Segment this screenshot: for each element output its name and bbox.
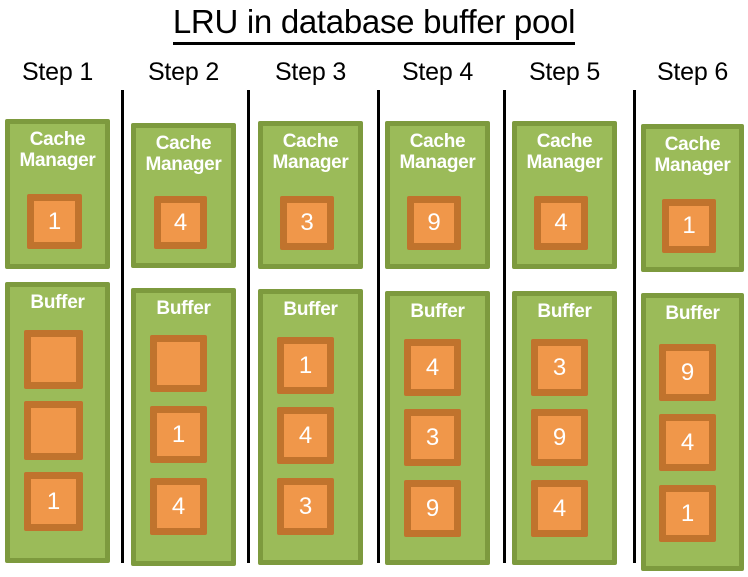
buffer-slot-step-5-slot-1: 3: [531, 339, 588, 396]
buffer-slot-value-step-2-slot-2: 1: [171, 420, 186, 448]
cache-manager-title-step-5: Cache Manager: [526, 131, 603, 173]
cache-manager-title-step-6: Cache Manager: [654, 134, 731, 176]
step-label-4: Step 4: [401, 58, 474, 86]
cache-manager-cell-step-1: 1: [27, 194, 82, 249]
buffer-slot-step-1-slot-2: [24, 401, 83, 460]
buffer-slot-step-6-slot-2: 4: [659, 414, 716, 471]
buffer-slot-step-3-slot-3: 3: [277, 478, 334, 535]
buffer-slot-value-step-3-slot-1: 1: [298, 351, 313, 379]
buffer-slot-value-step-6-slot-1: 9: [680, 358, 695, 386]
buffer-slot-step-6-slot-1: 9: [659, 344, 716, 401]
step-label-6: Step 6: [656, 58, 729, 86]
page-title-text: LRU in database buffer pool: [172, 3, 575, 45]
buffer-slot-step-5-slot-2: 9: [531, 409, 588, 466]
column-divider-5: [633, 90, 636, 563]
page-title: LRU in database buffer pool: [0, 2, 748, 45]
buffer-slot-step-3-slot-2: 4: [277, 407, 334, 464]
buffer-slot-step-1-slot-3: 1: [24, 472, 83, 531]
buffer-slot-value-step-6-slot-2: 4: [680, 428, 695, 456]
step-label-1: Step 1: [21, 58, 94, 86]
cache-manager-panel-step-5: Cache Manager: [512, 121, 617, 269]
cache-manager-title-step-3: Cache Manager: [272, 131, 349, 173]
buffer-slot-step-6-slot-3: 1: [659, 485, 716, 542]
cache-manager-cell-step-2: 4: [154, 196, 207, 249]
column-divider-4: [503, 90, 506, 563]
cache-manager-value-step-4: 9: [427, 209, 441, 236]
buffer-slot-value-step-5-slot-3: 4: [552, 494, 567, 522]
buffer-slot-value-step-1-slot-3: 1: [46, 487, 61, 515]
buffer-slot-value-step-4-slot-3: 9: [425, 494, 440, 522]
column-divider-1: [121, 90, 124, 563]
buffer-title-step-1: Buffer: [30, 292, 85, 313]
cache-manager-value-step-6: 1: [682, 212, 696, 239]
cache-manager-value-step-3: 3: [300, 209, 314, 236]
cache-manager-cell-step-6: 1: [662, 199, 716, 253]
buffer-title-step-2: Buffer: [156, 298, 211, 319]
buffer-slot-value-step-6-slot-3: 1: [680, 499, 695, 527]
buffer-slot-value-step-5-slot-2: 9: [552, 423, 567, 451]
buffer-slot-step-1-slot-1: [24, 330, 83, 389]
buffer-slot-step-3-slot-1: 1: [277, 337, 334, 394]
buffer-slot-value-step-3-slot-2: 4: [298, 421, 313, 449]
cache-manager-title-step-2: Cache Manager: [145, 133, 222, 175]
cache-manager-title-step-1: Cache Manager: [19, 129, 96, 171]
cache-manager-value-step-2: 4: [173, 208, 188, 236]
step-label-5: Step 5: [528, 58, 601, 86]
cache-manager-value-step-5: 4: [554, 209, 568, 236]
buffer-title-step-6: Buffer: [665, 303, 720, 324]
buffer-title-step-3: Buffer: [283, 299, 338, 320]
column-divider-3: [377, 90, 380, 563]
buffer-slot-step-4-slot-1: 4: [404, 339, 461, 396]
buffer-title-step-4: Buffer: [410, 301, 465, 322]
step-label-2: Step 2: [147, 58, 220, 86]
buffer-slot-step-2-slot-1: [150, 335, 207, 392]
buffer-slot-step-5-slot-3: 4: [531, 480, 588, 537]
buffer-title-step-5: Buffer: [537, 301, 592, 322]
buffer-slot-value-step-5-slot-1: 3: [552, 353, 567, 381]
step-label-3: Step 3: [274, 58, 347, 86]
buffer-slot-value-step-2-slot-3: 4: [171, 492, 186, 520]
cache-manager-cell-step-4: 9: [407, 196, 461, 250]
buffer-slot-value-step-4-slot-1: 4: [425, 353, 440, 381]
cache-manager-title-step-4: Cache Manager: [399, 131, 476, 173]
buffer-slot-step-2-slot-2: 1: [150, 406, 207, 463]
column-divider-2: [247, 90, 250, 563]
cache-manager-cell-step-3: 3: [280, 196, 334, 250]
buffer-slot-step-2-slot-3: 4: [150, 478, 207, 535]
buffer-slot-value-step-3-slot-3: 3: [298, 492, 313, 520]
cache-manager-cell-step-5: 4: [534, 196, 588, 250]
cache-manager-value-step-1: 1: [47, 207, 62, 235]
buffer-slot-step-4-slot-3: 9: [404, 480, 461, 537]
buffer-slot-step-4-slot-2: 3: [404, 409, 461, 466]
buffer-slot-value-step-4-slot-2: 3: [425, 423, 440, 451]
